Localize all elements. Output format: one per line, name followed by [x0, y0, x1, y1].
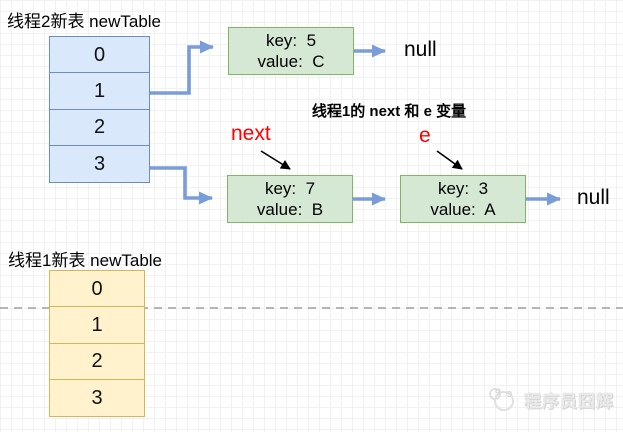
node-key3-key: key: 3 [437, 179, 489, 198]
thread2-bucket-table: 0 1 2 3 [49, 36, 150, 184]
arrow-bucket3-to-node7 [150, 166, 213, 205]
thread1-bucket-2: 2 [49, 342, 145, 381]
node-key5: key: 5 value: C [228, 27, 354, 75]
thread1-bucket-table: 0 1 2 3 [49, 270, 145, 418]
node-key5-key: key: 5 [265, 31, 317, 50]
node-key7: key: 7 value: B [227, 175, 353, 223]
node-key3-value: value: A [430, 200, 496, 219]
e-label: e [419, 124, 431, 147]
thread2-bucket-2: 2 [49, 108, 150, 147]
thread1-bucket-1: 1 [49, 306, 145, 345]
arrow-bucket1-to-node5 [150, 40, 214, 95]
node-key5-value: value: C [257, 52, 325, 71]
node-key3: key: 3 value: A [400, 175, 526, 223]
annotation-heading: 线程1的 next 和 e 变量 [311, 103, 467, 120]
node-key7-key: key: 7 [264, 179, 316, 198]
thread1-bucket-0: 0 [49, 270, 145, 308]
thread1-table-title: 线程1新表 newTable [8, 251, 163, 270]
watermark-panda-icon [489, 388, 514, 411]
thread2-bucket-3: 3 [49, 145, 150, 184]
arrow-next-label-to-node7 [260, 150, 291, 170]
watermark: 程序员囧辉 [487, 384, 614, 414]
null-after-node3: null [577, 186, 610, 209]
node-key7-value: value: B [256, 200, 324, 219]
thread1-bucket-3: 3 [49, 379, 145, 418]
arrow-e-label-to-node3 [436, 150, 463, 170]
thread2-bucket-1: 1 [49, 72, 150, 111]
null-after-node5: null [404, 38, 437, 61]
next-label: next [231, 122, 271, 145]
watermark-text: 程序员囧辉 [524, 391, 614, 411]
thread2-bucket-0: 0 [49, 36, 150, 74]
thread2-table-title: 线程2新表 newTable [7, 12, 162, 31]
